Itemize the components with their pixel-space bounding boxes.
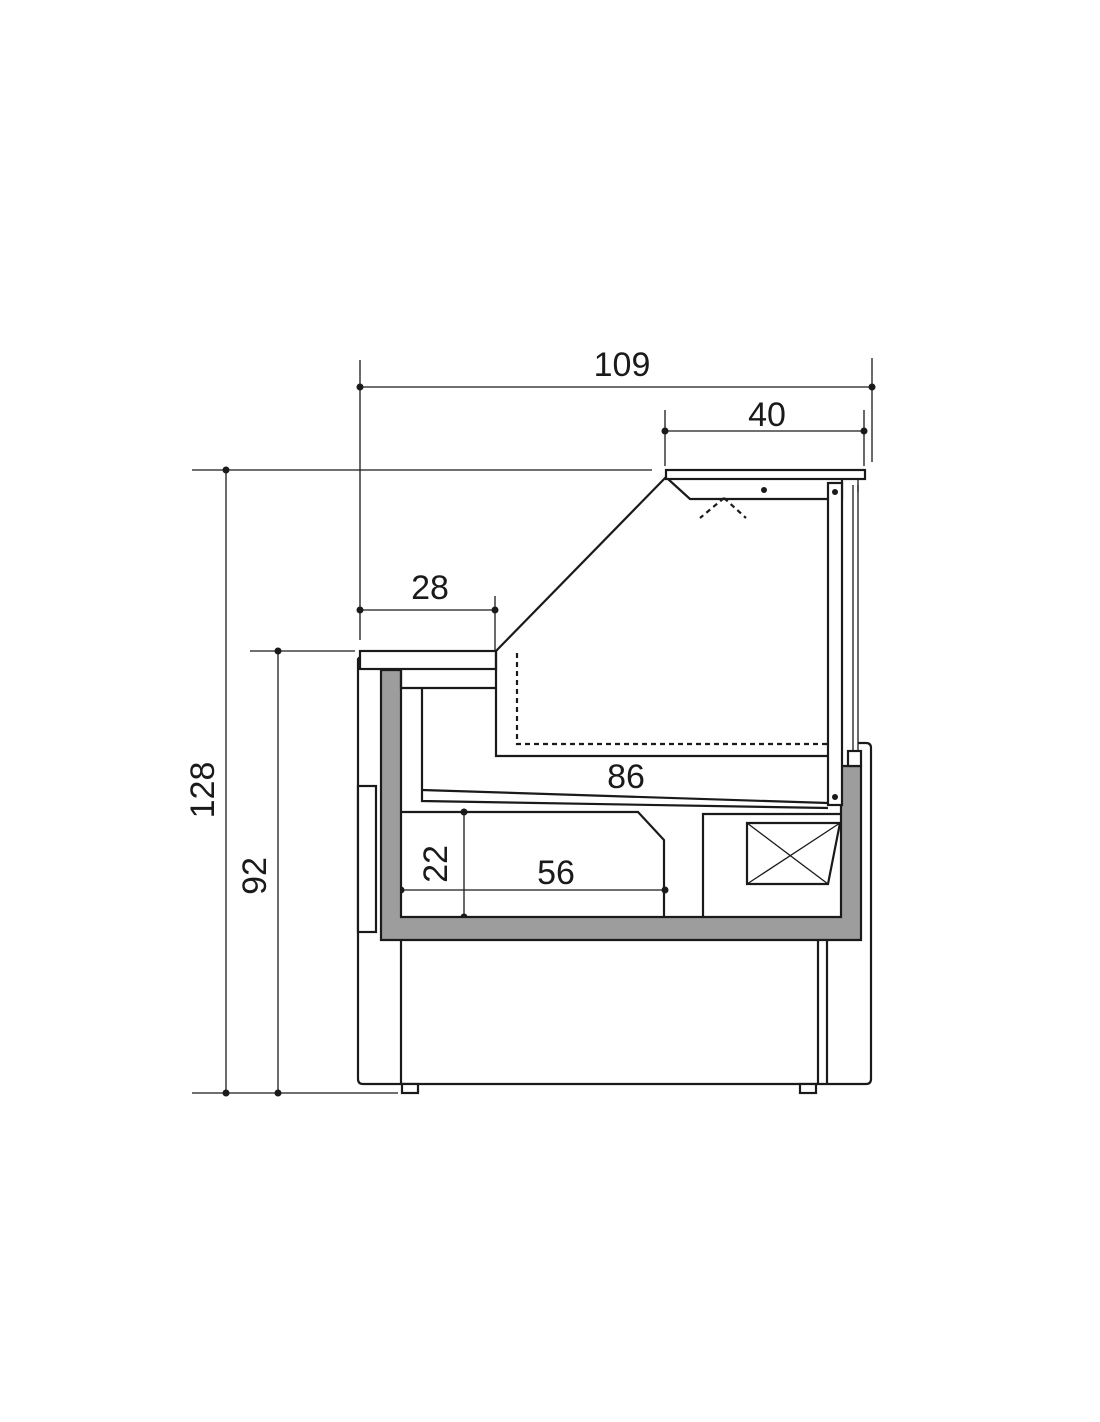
display-area [358,474,829,810]
label-display-depth: 86 [607,758,645,796]
front-panel [356,784,378,934]
label-overall-height: 128 [184,762,222,819]
canopy-top [664,468,867,481]
dimension-dot [868,383,876,391]
worktop-support [399,669,496,690]
display-product-outline [515,653,828,746]
machinery-compartment [701,812,840,917]
dimension-labels: 109 40 28 86 56 128 92 22 [184,346,786,895]
label-storage-width: 56 [537,854,575,892]
canopy-light-housing [667,478,844,501]
label-overall-width: 109 [594,346,651,384]
dimension-dot [222,466,230,474]
front-glass [495,474,669,652]
label-counter-height: 92 [236,857,274,895]
rear-column [826,481,844,807]
worktop [358,649,498,671]
storage-drawer [401,810,666,917]
label-canopy-width: 40 [748,396,786,434]
label-storage-height: 22 [417,845,455,883]
cabinet-body [356,654,873,1095]
display-well [494,651,828,758]
column-pivot-top [832,489,838,495]
shelf-top-line [421,788,829,805]
cabinet-outline [356,654,873,1086]
dimension-dot [491,606,499,614]
light-beam-right [723,497,747,519]
canopy-light-point [761,487,767,493]
dimension-lines [192,358,876,1097]
dimension-dot [356,606,364,614]
storage-compartments [401,810,842,917]
column-pivot-bottom [832,794,838,800]
dimension-dot [661,427,669,435]
rear-door-track [846,749,863,768]
evaporator-cross-b [746,822,841,885]
evaporator-cross-a [746,822,829,885]
light-beam-left [699,497,725,519]
dimension-dot [222,1089,230,1097]
dimension-dot [860,427,868,435]
foot-left [400,1082,420,1095]
rear-section [826,481,863,807]
label-worktop-depth: 28 [411,569,449,607]
shelf-bottom-line [420,790,829,810]
dimension-dot [356,383,364,391]
dimension-dot [274,647,282,655]
foot-right [798,1082,818,1095]
dimension-dot [274,1089,282,1097]
